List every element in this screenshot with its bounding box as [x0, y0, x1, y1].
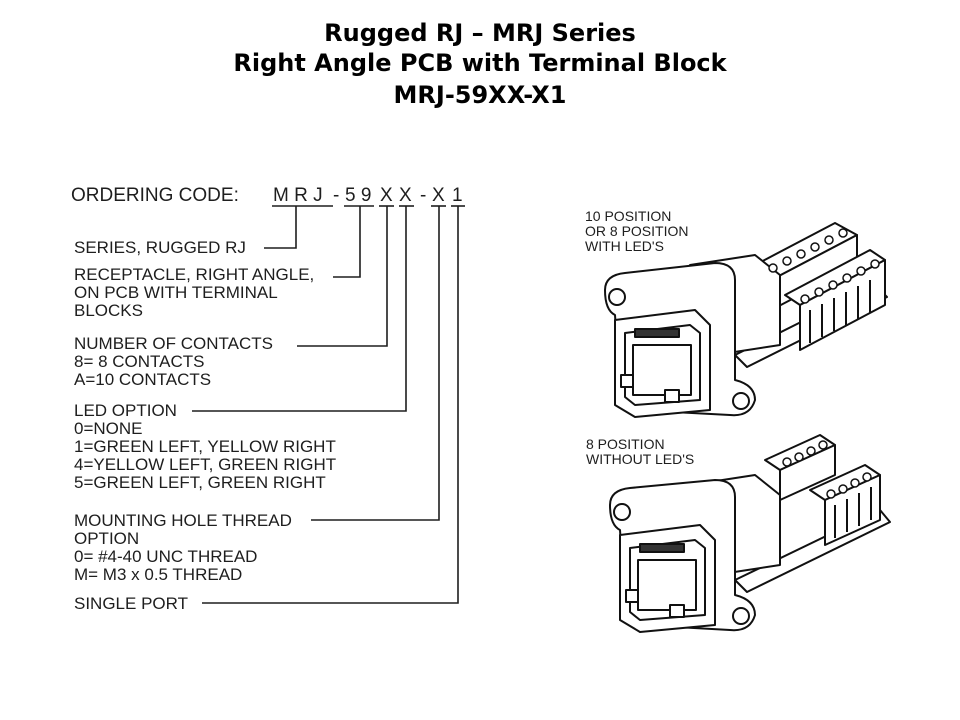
field-mounting-line: OPTION: [74, 529, 140, 548]
code-series: M R J: [273, 185, 323, 206]
field-led-line: 0=NONE: [74, 419, 143, 438]
field-port-line: SINGLE PORT: [74, 594, 188, 613]
caption-line: WITHOUT LED'S: [586, 451, 695, 467]
connector-drawing-led: [604, 222, 888, 418]
field-led-line: LED OPTION: [74, 401, 177, 420]
title-line-1: Rugged RJ – MRJ Series: [324, 19, 636, 47]
field-mounting-line: MOUNTING HOLE THREAD: [74, 511, 292, 530]
field-port: SINGLE PORT: [74, 595, 188, 613]
field-contacts: NUMBER OF CONTACTS 8= 8 CONTACTS A=10 CO…: [74, 335, 273, 389]
leader-type: [333, 206, 361, 278]
field-led-line: 5=GREEN LEFT, GREEN RIGHT: [74, 473, 326, 492]
caption-line: 10 POSITION: [585, 208, 672, 224]
led-window-left: [625, 589, 639, 603]
code-port: 1: [452, 185, 463, 206]
mount-hole-right: [732, 607, 750, 625]
terminal-slots: [809, 280, 871, 343]
figure-1-caption: 10 POSITION OR 8 POSITION WITH LED'S: [585, 209, 688, 254]
terminal-slots: [834, 487, 872, 538]
led-window-left: [620, 374, 634, 388]
field-led: LED OPTION 0=NONE 1=GREEN LEFT, YELLOW R…: [74, 402, 336, 492]
caption-line: OR 8 POSITION: [585, 223, 689, 239]
led-window-right: [669, 604, 685, 618]
caption-line: WITH LED'S: [585, 238, 664, 254]
field-contacts-line: A=10 CONTACTS: [74, 370, 212, 389]
rj45-opening: [632, 344, 692, 396]
leader-contacts: [297, 206, 388, 347]
mount-hole-right: [732, 392, 750, 410]
terminal-block-front-side: [824, 474, 881, 546]
field-contacts-line: 8= 8 CONTACTS: [74, 352, 205, 371]
leader-port: [202, 206, 459, 604]
rj45-opening: [637, 559, 697, 611]
leader-series: [264, 206, 297, 249]
led-window-right: [664, 389, 680, 403]
code-dash-2: -: [420, 185, 427, 206]
connector-drawing-no-led: [609, 434, 891, 633]
mount-hole-left: [613, 503, 631, 521]
leader-led: [192, 206, 407, 412]
terminal-screws: [768, 228, 880, 304]
leader-mounting: [311, 206, 440, 521]
field-receptacle: RECEPTACLE, RIGHT ANGLE, ON PCB WITH TER…: [74, 266, 314, 320]
title-line-3: MRJ-59XX-X1: [393, 81, 567, 109]
field-led-line: 4=YELLOW LEFT, GREEN RIGHT: [74, 455, 337, 474]
field-contacts-line: NUMBER OF CONTACTS: [74, 334, 273, 353]
code-type: 5 9: [345, 185, 372, 206]
brand-plate: [639, 543, 685, 553]
field-mounting-line: 0= #4-40 UNC THREAD: [74, 547, 258, 566]
caption-line: 8 POSITION: [586, 436, 665, 452]
figure-2-caption: 8 POSITION WITHOUT LED'S: [586, 437, 694, 467]
terminal-screws: [782, 440, 872, 499]
code-mounting: X: [432, 185, 445, 206]
code-led: X: [399, 185, 412, 206]
field-receptacle-line: ON PCB WITH TERMINAL: [74, 283, 278, 302]
code-dash-1: -: [333, 185, 340, 206]
ordering-code-label: ORDERING CODE:: [71, 185, 239, 206]
field-receptacle-line: BLOCKS: [74, 301, 143, 320]
field-led-line: 1=GREEN LEFT, YELLOW RIGHT: [74, 437, 336, 456]
field-series: SERIES, RUGGED RJ: [74, 239, 246, 257]
code-contacts: X: [380, 185, 393, 206]
field-mounting-line: M= M3 x 0.5 THREAD: [74, 565, 243, 584]
field-series-line: SERIES, RUGGED RJ: [74, 238, 246, 257]
brand-plate: [634, 328, 680, 338]
terminal-block-rear-side: [779, 444, 836, 501]
title-line-2: Right Angle PCB with Terminal Block: [233, 49, 727, 77]
mount-hole-left: [608, 288, 626, 306]
field-mounting: MOUNTING HOLE THREAD OPTION 0= #4-40 UNC…: [74, 512, 292, 584]
field-receptacle-line: RECEPTACLE, RIGHT ANGLE,: [74, 265, 315, 284]
